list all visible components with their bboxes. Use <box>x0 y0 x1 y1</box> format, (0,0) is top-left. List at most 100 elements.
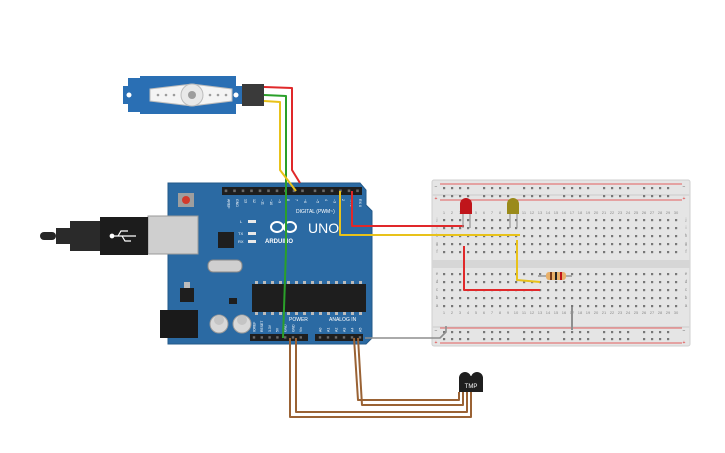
bb-col-bottom-7: 7 <box>491 310 494 315</box>
sensor-label: TMP <box>465 384 478 390</box>
bb-col-bottom-2: 2 <box>451 310 454 315</box>
bb-col-top-23: 23 <box>618 210 623 215</box>
analog-pin-label-A5: A5 <box>358 328 362 332</box>
brand-label: ARDUINO <box>265 239 293 245</box>
bb-col-bottom-16: 16 <box>562 310 567 315</box>
servo-motor[interactable] <box>123 76 264 114</box>
wire-servo-green <box>263 94 287 339</box>
bb-col-bottom-21: 21 <box>602 310 607 315</box>
analog-pin-label-A2: A2 <box>334 328 338 332</box>
bb-row-e-right: e <box>685 271 688 276</box>
wire-sensor-brown-1 <box>295 338 468 413</box>
digital-pin-label-10: ~5 <box>316 199 320 203</box>
digital-pin-label-4: ~11 <box>261 199 265 205</box>
power-pin-label-3: 5V <box>276 327 280 332</box>
bb-col-bottom-10: 10 <box>514 310 519 315</box>
bb-col-top-30: 30 <box>674 210 679 215</box>
power-pin-label-2: 3.3V <box>268 324 272 332</box>
wire-led-yellow-signal <box>339 191 520 236</box>
microcontroller-chip <box>252 284 366 312</box>
bb-col-top-21: 21 <box>602 210 607 215</box>
bb-row-g-right: g <box>685 241 688 246</box>
led-red[interactable] <box>460 198 472 228</box>
bb-col-top-2: 2 <box>451 210 454 215</box>
digital-header <box>222 187 362 195</box>
bb-col-bottom-13: 13 <box>538 310 543 315</box>
bb-col-top-17: 17 <box>570 210 575 215</box>
wire-servo-red <box>263 86 301 184</box>
bb-col-top-24: 24 <box>626 210 631 215</box>
bb-col-top-7: 7 <box>491 210 494 215</box>
bb-row-i-left: i <box>437 225 438 230</box>
digital-pin-label-13: 2 <box>341 199 345 201</box>
analog-pin-label-A1: A1 <box>326 328 330 332</box>
bb-col-top-12: 12 <box>530 210 535 215</box>
bb-row-j-left: j <box>436 217 438 222</box>
bb-col-bottom-6: 6 <box>483 310 486 315</box>
bb-col-bottom-9: 9 <box>507 310 510 315</box>
wire-sensor-brown-2 <box>289 338 472 418</box>
power-pin-label-5: GND <box>291 324 295 332</box>
bb-col-top-20: 20 <box>594 210 599 215</box>
rail-sign-4: − <box>435 328 438 334</box>
bb-col-bottom-11: 11 <box>522 310 527 315</box>
bb-row-i-right: i <box>686 225 687 230</box>
servo-connector <box>242 84 264 106</box>
bb-col-bottom-1: 1 <box>443 310 446 315</box>
breadboard-holes <box>443 187 678 341</box>
bb-row-a-right: a <box>685 303 688 308</box>
bb-row-b-right: b <box>685 295 688 300</box>
bb-col-top-8: 8 <box>499 210 502 215</box>
digital-pin-label-5: ~10 <box>269 199 273 205</box>
crystal <box>207 259 243 273</box>
bb-row-h-right: h <box>685 233 688 238</box>
bb-col-top-11: 11 <box>522 210 527 215</box>
bb-row-d-right: d <box>685 279 688 284</box>
rail-sign-7: + <box>683 340 686 346</box>
bb-col-top-16: 16 <box>562 210 567 215</box>
wire-sensor-brown-4 <box>353 337 460 401</box>
wire-sensor-brown-3 <box>357 337 464 406</box>
bb-col-bottom-5: 5 <box>475 310 478 315</box>
digital-pin-label-3: 12 <box>252 199 256 203</box>
bb-col-top-18: 18 <box>578 210 583 215</box>
usb-port <box>147 215 199 255</box>
rail-sign-6: − <box>683 328 686 334</box>
led-l-label: L <box>240 219 243 224</box>
resistor[interactable] <box>538 272 572 280</box>
bb-row-e-left: e <box>436 271 439 276</box>
led-yellow[interactable] <box>507 198 519 228</box>
regulator <box>180 288 194 302</box>
usb-cable[interactable] <box>40 217 148 255</box>
analog-header-label: ANALOG IN <box>329 317 357 323</box>
bb-row-b-left: b <box>436 295 439 300</box>
power-pin-label-4: GND <box>284 324 288 332</box>
bb-row-d-left: d <box>436 279 439 284</box>
breadboard[interactable]: 1122334455667788991010111112121313141415… <box>431 179 691 347</box>
bb-col-bottom-30: 30 <box>674 310 679 315</box>
led-tx-label: TX <box>238 231 243 236</box>
bb-col-bottom-3: 3 <box>459 310 462 315</box>
bb-row-j-right: j <box>685 217 687 222</box>
bb-col-top-13: 13 <box>538 210 543 215</box>
bb-col-bottom-24: 24 <box>626 310 631 315</box>
bb-col-top-19: 19 <box>586 210 591 215</box>
model-label: UNO <box>308 220 339 236</box>
usb-chip <box>218 232 234 248</box>
bb-row-a-left: a <box>436 303 439 308</box>
bb-row-g-left: g <box>436 241 439 246</box>
rail-sign-0: − <box>435 184 438 190</box>
bb-row-f-right: f <box>685 249 687 254</box>
rail-sign-3: + <box>683 196 686 202</box>
power-jack <box>160 310 198 338</box>
analog-pin-label-A3: A3 <box>342 328 346 332</box>
power-pin-label-6: Vin <box>299 327 303 332</box>
bb-col-bottom-4: 4 <box>467 310 470 315</box>
power-header-label: POWER <box>289 317 308 323</box>
bb-col-bottom-19: 19 <box>586 310 591 315</box>
analog-pin-label-A4: A4 <box>350 328 354 332</box>
temperature-sensor[interactable]: TMP <box>459 372 483 392</box>
